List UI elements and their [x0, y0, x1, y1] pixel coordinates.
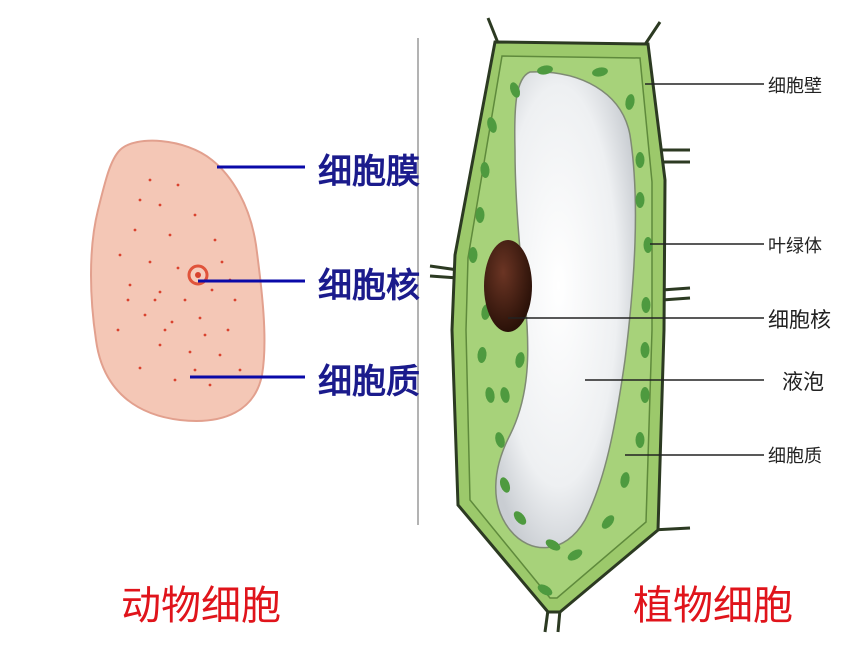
cytoplasm-granule	[126, 298, 130, 302]
chloroplast	[509, 82, 521, 98]
chloroplast	[601, 515, 615, 529]
cytoplasm-granule	[218, 353, 222, 357]
plant-cell-wall-label: 细胞壁	[768, 76, 822, 97]
chloroplast	[500, 387, 510, 403]
plant-nucleus-label: 细胞核	[768, 308, 831, 332]
animal-cytoplasm-label: 细胞质	[318, 362, 420, 402]
cytoplasm-granule	[238, 368, 242, 372]
cytoplasm-granule	[183, 298, 187, 302]
chloroplast	[499, 477, 511, 493]
cytoplasm-granule	[148, 260, 152, 264]
plant-leader-lines	[508, 83, 764, 456]
cytoplasm-granule	[138, 366, 142, 370]
cytoplasm-granule	[176, 183, 180, 187]
plant-cytoplasm-label: 细胞质	[768, 446, 822, 467]
chloroplast	[635, 432, 645, 448]
chloroplast	[485, 387, 495, 403]
cytoplasm-granule	[193, 368, 197, 372]
animal-nucleus-label: 细胞核	[318, 266, 420, 306]
chloroplast	[495, 432, 505, 448]
chloroplast	[487, 117, 497, 133]
chloroplast	[643, 237, 653, 253]
cytoplasm-granule	[176, 266, 180, 270]
chloroplast	[513, 511, 527, 525]
cytoplasm-granule	[116, 328, 120, 332]
chloroplast	[620, 472, 630, 488]
animal-cell	[90, 139, 305, 422]
chloroplast	[640, 387, 650, 403]
cytoplasm-granule	[148, 178, 152, 182]
cytoplasm-granule	[158, 290, 162, 294]
plant-chloroplasts	[468, 65, 653, 596]
chloroplast	[625, 94, 635, 110]
cytoplasm-granule	[208, 383, 212, 387]
cytoplasm-granule	[133, 228, 137, 232]
cytoplasm-granule	[143, 313, 147, 317]
cytoplasm-granule	[163, 328, 167, 332]
chloroplast	[641, 297, 651, 313]
chloroplast	[480, 162, 490, 178]
plant-cell-caption: 植物细胞	[633, 583, 793, 629]
plant-nucleus	[484, 240, 532, 332]
chloroplast	[515, 352, 525, 368]
cytoplasm-granule	[153, 298, 157, 302]
cytoplasm-granule	[188, 350, 192, 354]
animal-nucleolus	[195, 272, 201, 278]
plant-vacuole-label: 液泡	[782, 370, 824, 394]
chloroplast	[468, 247, 478, 263]
cytoplasm-granule	[198, 316, 202, 320]
cytoplasm-granule	[170, 320, 174, 324]
cytoplasm-granule	[220, 260, 224, 264]
cytoplasm-granule	[138, 198, 142, 202]
plant-cell	[429, 17, 764, 633]
cytoplasm-granule	[158, 203, 162, 207]
cytoplasm-granule	[210, 288, 214, 292]
chloroplast	[567, 549, 583, 561]
neighbor-walls	[429, 17, 691, 633]
chloroplast	[537, 584, 553, 596]
chloroplast	[640, 342, 650, 358]
cytoplasm-granule	[203, 333, 207, 337]
cytoplasm-granules	[116, 178, 242, 387]
cytoplasm-granule	[128, 283, 132, 287]
cytoplasm-granule	[173, 378, 177, 382]
cytoplasm-granule	[158, 343, 162, 347]
cytoplasm-granule	[168, 233, 172, 237]
cytoplasm-granule	[233, 298, 237, 302]
animal-cell-caption: 动物细胞	[121, 583, 281, 629]
chloroplast	[475, 207, 485, 223]
plant-vacuole	[495, 71, 637, 549]
chloroplast	[477, 347, 487, 363]
animal-membrane-label: 细胞膜	[318, 152, 420, 192]
chloroplast	[545, 539, 561, 551]
chloroplast	[537, 65, 553, 75]
chloroplast	[592, 67, 608, 77]
chloroplast	[635, 192, 645, 208]
cytoplasm-granule	[226, 328, 230, 332]
cytoplasm-granule	[118, 253, 122, 257]
cytoplasm-granule	[213, 238, 217, 242]
chloroplast	[635, 152, 645, 168]
plant-chloroplast-label: 叶绿体	[768, 236, 822, 257]
cytoplasm-granule	[193, 213, 197, 217]
